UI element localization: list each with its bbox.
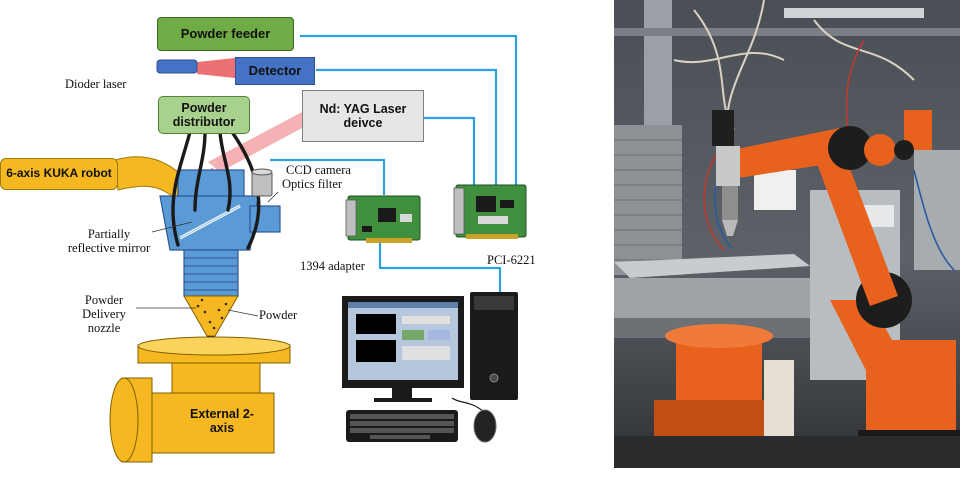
- system-schematic: [109, 34, 527, 463]
- pci-6221-label: PCI-6221: [487, 253, 536, 267]
- adapter-1394-card: [345, 195, 421, 243]
- powder-distributor-box: Powder distributor: [158, 96, 250, 134]
- build-platform: [109, 336, 291, 463]
- keyboard: [346, 410, 458, 442]
- pc-monitor: [342, 296, 464, 402]
- diode-laser-body: [156, 59, 198, 74]
- partially-reflective-mirror-label: Partially reflective mirror: [67, 227, 151, 255]
- deposition-head: [159, 169, 281, 344]
- powder-delivery-nozzle-label: Powder Delivery nozzle: [82, 293, 126, 335]
- detector-box: Detector: [235, 57, 315, 85]
- ccd-camera: [251, 168, 273, 197]
- robot-deposition-head: [712, 110, 740, 236]
- optics-filter-label: Optics filter: [282, 177, 343, 191]
- label-leaders: [136, 191, 279, 317]
- dioder-laser-label: Dioder laser: [65, 77, 127, 91]
- lab-photo: [614, 0, 960, 468]
- external-axis-box: External 2-axis: [190, 406, 254, 435]
- mouse: [473, 409, 497, 443]
- ndyag-laser-box: Nd: YAG Laser deivce: [302, 90, 424, 142]
- data-cables: [270, 34, 518, 292]
- kuka-robot-box: 6-axis KUKA robot: [0, 158, 118, 190]
- pc-tower: [470, 292, 518, 400]
- ceiling-duct: [644, 0, 672, 130]
- pci-6221-card: [453, 184, 527, 239]
- mouse-cable: [451, 397, 485, 413]
- roll-up-door: [614, 125, 682, 275]
- ccd-camera-label: CCD camera: [286, 163, 351, 177]
- powder-label: Powder: [259, 308, 298, 322]
- adapter-1394-label: 1394 adapter: [300, 259, 365, 273]
- powder-feeder-box: Powder feeder: [157, 17, 294, 51]
